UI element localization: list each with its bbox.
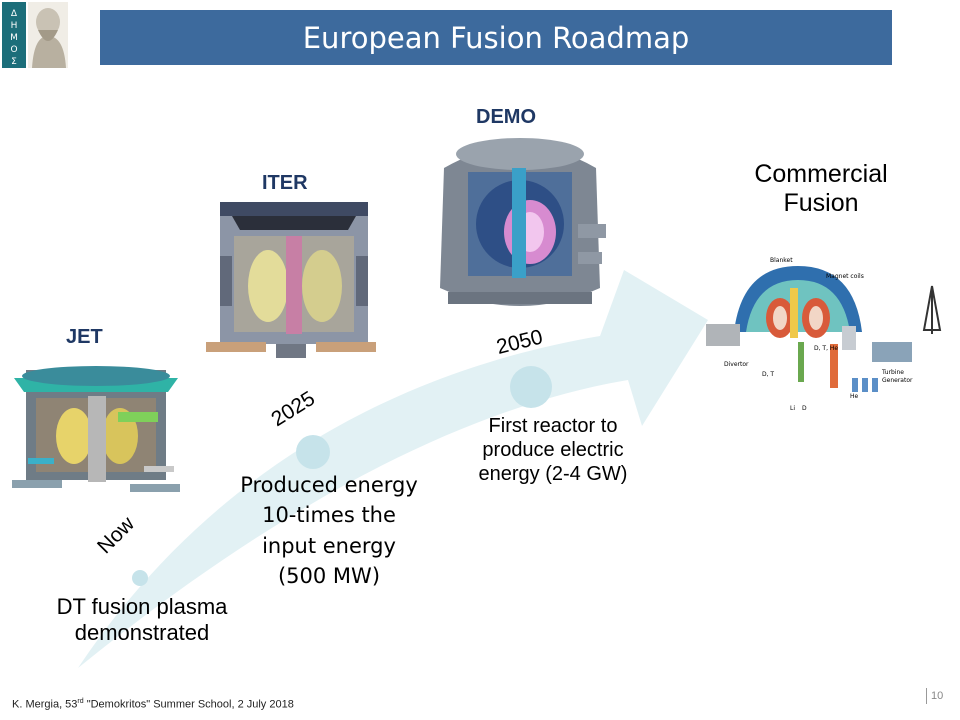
label-commercial-fusion: Commercial Fusion xyxy=(732,160,910,218)
iter-reactor-image xyxy=(206,202,376,358)
diagram-label-blanket: Blanket xyxy=(770,257,793,264)
description-line: input energy xyxy=(262,533,396,558)
fusion-power-plant-diagram: Blanket Magnet coils Divertor D, T D, T,… xyxy=(706,257,942,412)
demokritos-logo: Δ Η Μ Ο Σ xyxy=(2,2,68,68)
description-line: Produced energy xyxy=(240,473,418,497)
diagram-label-dthe: D, T, He xyxy=(814,345,838,352)
label-line: Fusion xyxy=(783,188,859,217)
footer-event: "Demokritos" Summer School, 2 July 2018 xyxy=(83,698,294,711)
description-line: (500 MW) xyxy=(277,564,381,589)
footer-author: K. Mergia, 53 xyxy=(12,698,78,711)
jet-reactor-image xyxy=(12,366,180,492)
description-line: demonstrated xyxy=(74,620,210,646)
milestone-dot-now xyxy=(132,570,148,586)
milestone-dot-2050 xyxy=(510,366,552,408)
label-line: Commercial xyxy=(754,160,888,188)
description-demo: First reactor to produce electric energy… xyxy=(448,414,658,486)
label-jet: JET xyxy=(66,326,103,348)
description-line: 10-times the xyxy=(262,503,396,528)
demo-reactor-image xyxy=(440,138,606,306)
slide-title: European Fusion Roadmap xyxy=(100,10,892,65)
svg-text:Η: Η xyxy=(11,21,18,31)
milestone-dot-2025 xyxy=(296,435,330,469)
diagram-label-dt: D, T xyxy=(762,371,774,378)
diagram-label-d: D xyxy=(802,405,807,412)
description-iter: Produced energy 10-times the input energ… xyxy=(230,470,428,592)
description-line: produce electric xyxy=(482,439,624,461)
description-line: First reactor to xyxy=(488,415,618,437)
svg-text:Μ: Μ xyxy=(10,33,18,43)
description-line: DT fusion plasma xyxy=(56,594,228,619)
diagram-label-generator: Generator xyxy=(882,377,913,384)
slide-footer: K. Mergia, 53rd "Demokritos" Summer Scho… xyxy=(12,698,294,711)
diagram-label-he: He xyxy=(850,393,859,400)
label-demo: DEMO xyxy=(476,106,536,128)
description-line: energy (2-4 GW) xyxy=(478,463,628,485)
description-jet: DT fusion plasma demonstrated xyxy=(28,594,256,647)
svg-text:Δ: Δ xyxy=(11,9,18,19)
diagram-label-magnet-coils: Magnet coils xyxy=(826,273,864,280)
diagram-label-li: Li xyxy=(790,405,795,412)
page-number: 10 xyxy=(926,688,943,704)
svg-text:Σ: Σ xyxy=(11,57,17,67)
diagram-label-turbine: Turbine xyxy=(881,369,904,376)
diagram-label-divertor: Divertor xyxy=(724,361,749,368)
svg-text:Ο: Ο xyxy=(10,45,17,55)
label-iter: ITER xyxy=(262,172,308,194)
footer-ordinal: rd xyxy=(77,698,84,705)
